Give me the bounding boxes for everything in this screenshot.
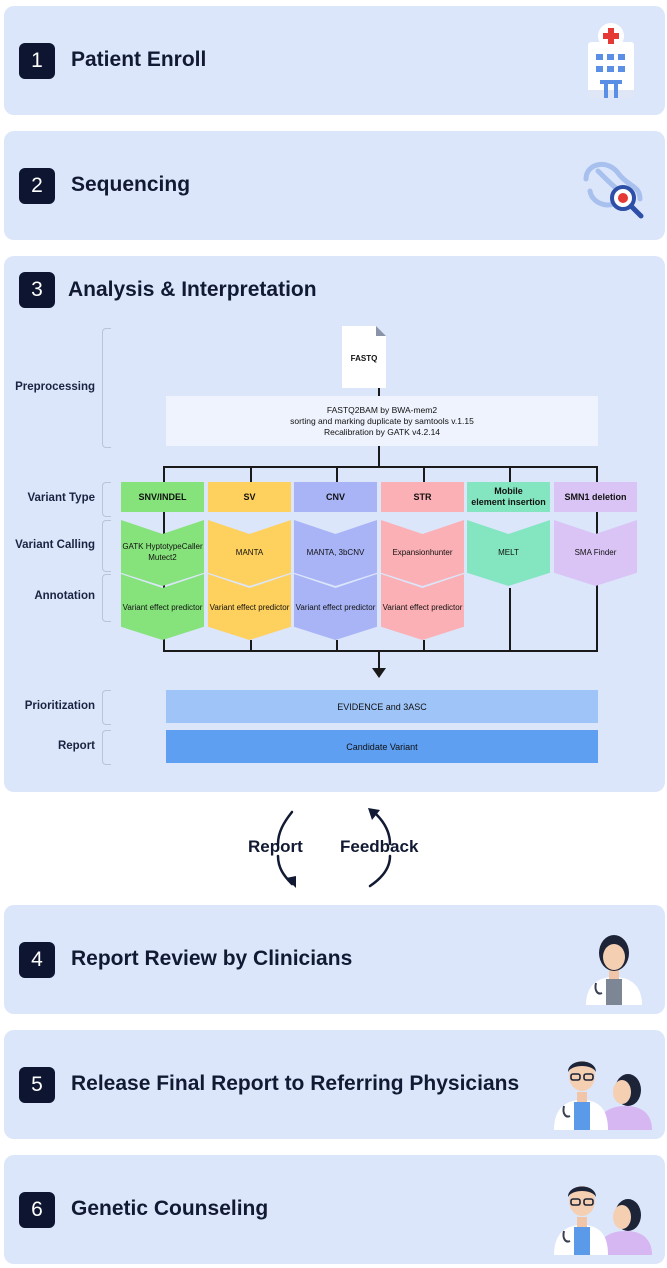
loop-feedback-label: Feedback: [340, 837, 419, 856]
step-2-panel: 2 Sequencing: [4, 131, 665, 240]
step-4-title: Report Review by Clinicians: [71, 947, 353, 970]
variant-caller-label: SMA Finder: [574, 547, 617, 557]
annotation-label: Variant effect predictor: [295, 602, 376, 612]
bracket-prioritization: [102, 690, 111, 725]
bracket-variant-calling: [102, 520, 111, 572]
report-bar: Candidate Variant: [166, 730, 598, 763]
variant-type-cell: SNV/INDEL: [121, 482, 204, 512]
loop-report-label: Report: [248, 837, 303, 856]
flow-drop-line: [250, 466, 252, 482]
variant-caller-label: Expansionhunter: [392, 547, 453, 557]
step-3-number: 3: [19, 272, 55, 308]
step-4-number: 4: [19, 942, 55, 978]
bracket-report: [102, 730, 111, 765]
variant-caller-label: MANTA: [235, 547, 264, 557]
label-variant-type: Variant Type: [27, 492, 95, 504]
step-2-number: 2: [19, 168, 55, 204]
flow-merge-line: [596, 588, 598, 651]
flow-merge-line: [336, 640, 338, 651]
bracket-variant-type: [102, 482, 111, 517]
bracket-annotation: [102, 574, 111, 622]
flow-merge-line: [250, 640, 252, 651]
variant-type-label: SMN1 deletion: [564, 491, 627, 502]
bracket-preprocessing: [102, 328, 111, 448]
variant-type-cell: SV: [208, 482, 291, 512]
variant-type-label: SV: [243, 491, 256, 502]
variant-type-cell: STR: [381, 482, 464, 512]
fastq-file-icon: [342, 326, 386, 388]
preprocess-line-1: FASTQ2BAM by BWA-mem2: [326, 404, 438, 415]
doctor-patient-icon: [554, 1186, 652, 1255]
flow-line-fastq: [378, 388, 380, 396]
flow-drop-line: [509, 466, 511, 482]
preprocess-line-2: sorting and marking duplicate by samtool…: [290, 415, 474, 426]
loop-arrows-icon: [276, 808, 392, 888]
annotation-label: Variant effect predictor: [382, 602, 463, 612]
step-5-panel: 5 Release Final Report to Referring Phys…: [4, 1030, 665, 1139]
flow-drop-line: [336, 466, 338, 482]
label-annotation: Annotation: [34, 590, 95, 602]
label-preprocessing: Preprocessing: [15, 381, 95, 393]
step-6-number: 6: [19, 1192, 55, 1228]
doctor-icon: [586, 935, 642, 1005]
preprocess-line-3: Recalibration by GATK v4.2.14: [323, 426, 441, 437]
preprocess-box: FASTQ2BAM by BWA-mem2 sorting and markin…: [166, 396, 598, 446]
variant-type-cell: SMN1 deletion: [554, 482, 637, 512]
step-1-number: 1: [19, 43, 55, 79]
variant-type-label: SNV/INDEL: [138, 491, 187, 502]
label-prioritization: Prioritization: [24, 700, 95, 712]
hospital-icon: [588, 23, 634, 98]
step-5-title: Release Final Report to Referring Physic…: [71, 1072, 520, 1095]
prioritization-bar: EVIDENCE and 3ASC: [166, 690, 598, 723]
flow-merge-line: [509, 588, 511, 651]
arrow-down-icon: [372, 668, 386, 678]
label-variant-calling: Variant Calling: [15, 539, 95, 551]
flow-line-output: [378, 652, 380, 668]
annotation-label: Variant effect predictor: [209, 602, 290, 612]
variant-caller-label: MANTA, 3bCNV: [306, 547, 365, 557]
step-3-title: Analysis & Interpretation: [68, 278, 317, 301]
flow-merge-line: [423, 640, 425, 651]
step-6-panel: 6 Genetic Counseling: [4, 1155, 665, 1264]
annotation-label: Variant effect predictor: [122, 602, 203, 612]
fastq-label: FASTQ: [350, 354, 378, 363]
dna-search-icon: [583, 162, 644, 219]
variant-type-cell: CNV: [294, 482, 377, 512]
flow-frame-bottom: [163, 650, 598, 652]
step-6-title: Genetic Counseling: [71, 1197, 269, 1220]
step-1-title: Patient Enroll: [71, 48, 207, 71]
variant-type-label: STR: [413, 491, 432, 502]
doctor-patient-icon: [554, 1061, 652, 1130]
variant-type-label: CNV: [325, 491, 345, 502]
step-4-panel: 4 Report Review by Clinicians: [4, 905, 665, 1014]
step-1-panel: 1 Patient Enroll: [4, 6, 665, 115]
step-5-number: 5: [19, 1067, 55, 1103]
variant-caller-label: MELT: [498, 547, 519, 557]
flow-drop-line: [423, 466, 425, 482]
step-2-title: Sequencing: [71, 173, 191, 196]
flow-drop-line: [163, 466, 165, 482]
flow-drop-line: [596, 466, 598, 482]
flow-merge-line: [163, 640, 165, 651]
flow-line-preprocess: [378, 446, 380, 467]
flow-frame-top: [163, 466, 598, 468]
label-report: Report: [57, 740, 95, 752]
